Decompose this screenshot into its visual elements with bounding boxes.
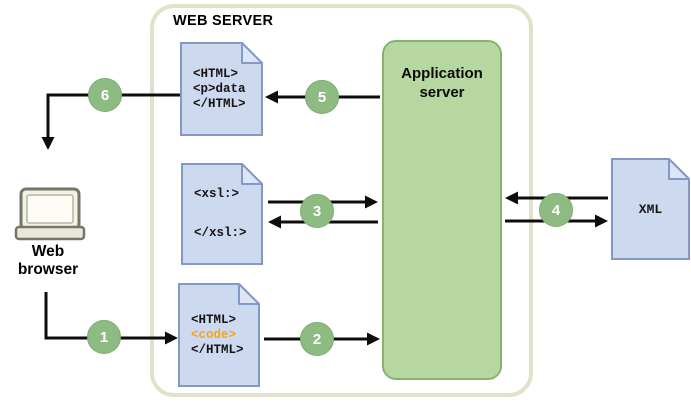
step-badge-4: 4 [539, 193, 573, 227]
document-icon [181, 163, 263, 265]
document-code: <xsl:> </xsl:> [181, 163, 263, 265]
document-line: <HTML> [191, 312, 237, 327]
step-badge-3: 3 [300, 194, 334, 228]
html-output-document: <HTML> <p>data </HTML> [180, 42, 263, 136]
web-server-label: WEB SERVER [173, 13, 274, 29]
document-line: <xsl:> [194, 186, 240, 201]
document-line: <p>data [193, 81, 246, 96]
document-icon [611, 158, 690, 260]
arrowhead-step-6 [41, 137, 55, 150]
xml-label: XML [638, 201, 663, 217]
document-code: <HTML> <p>data </HTML> [180, 42, 263, 136]
application-server-label: Application server [401, 65, 483, 101]
document-line: </HTML> [193, 96, 246, 111]
document-line: <HTML> [193, 66, 239, 81]
laptop-icon [14, 187, 86, 241]
document-line: </HTML> [191, 342, 244, 357]
html-code-document: <HTML> <code> </HTML> [178, 283, 260, 387]
document-line-highlighted: <code> [191, 327, 237, 342]
document-code: XML [611, 158, 690, 260]
document-icon [180, 42, 263, 136]
web-browser-label: Web browser [17, 243, 79, 278]
step-badge-5: 5 [305, 80, 339, 114]
document-code: <HTML> <code> </HTML> [178, 283, 260, 387]
step-badge-2: 2 [300, 322, 334, 356]
step-badge-6: 6 [88, 78, 122, 112]
document-line: </xsl:> [194, 225, 247, 240]
document-line [194, 204, 263, 224]
arrowhead-step-4-right [595, 214, 608, 228]
xsl-document: <xsl:> </xsl:> [181, 163, 263, 265]
document-icon [178, 283, 260, 387]
step-badge-1: 1 [87, 320, 121, 354]
xml-document: XML [611, 158, 690, 260]
application-server-box: Application server [382, 40, 502, 380]
